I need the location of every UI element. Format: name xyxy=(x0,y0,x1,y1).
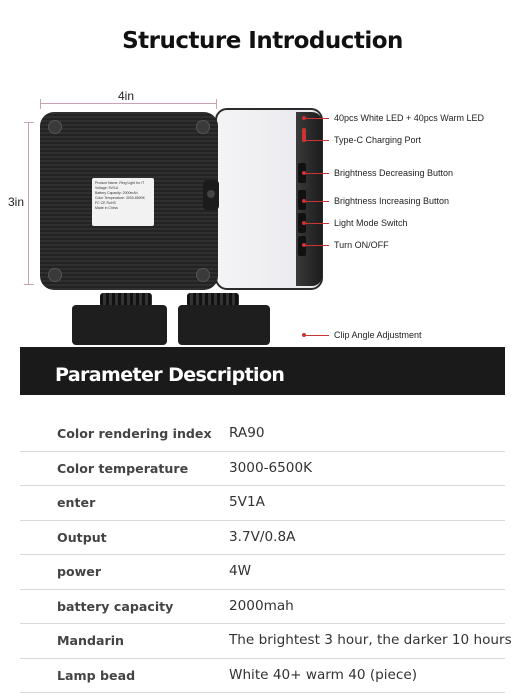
product-illustration: 4in 3in Product Name: Ring Light for IT … xyxy=(0,0,525,345)
parameter-key: power xyxy=(57,564,102,579)
callout-mode-switch: Light Mode Switch xyxy=(302,218,408,228)
parameter-key: Output xyxy=(57,529,107,545)
callout-pointer xyxy=(302,170,329,175)
callout-label: Clip Angle Adjustment xyxy=(334,330,422,340)
width-dimension-line xyxy=(40,99,217,109)
left-clip-mount xyxy=(72,305,167,345)
parameter-header-bar xyxy=(20,347,505,395)
parameter-value: 2000mah xyxy=(229,597,294,614)
callout-label: Brightness Increasing Button xyxy=(334,196,450,206)
callout-led: 40pcs White LED + 40pcs Warm LED xyxy=(302,113,484,123)
callout-pointer xyxy=(302,198,329,203)
screw-icon xyxy=(48,120,62,134)
table-row: Mandarin The brightest 3 hour, the darke… xyxy=(20,624,512,659)
screw-icon xyxy=(196,120,210,134)
table-row: Output 3.7V/0.8A xyxy=(20,521,505,555)
callout-pointer xyxy=(302,115,329,120)
parameter-value: White 40+ warm 40 (piece) xyxy=(229,666,418,683)
height-dimension-line xyxy=(24,122,34,285)
callout-pointer xyxy=(302,137,329,142)
parameter-value: RA90 xyxy=(229,425,265,441)
width-dimension-label: 4in xyxy=(118,89,135,103)
parameter-key: Lamp bead xyxy=(57,667,136,683)
device-label-line: Product Name: Ring Light for IT xyxy=(95,181,145,185)
parameter-value: 4W xyxy=(229,563,252,579)
callout-brightness-down: Brightness Decreasing Button xyxy=(302,168,454,178)
table-row: enter 5V1A xyxy=(20,486,505,521)
parameter-title: Parameter Description xyxy=(55,364,285,386)
parameter-value: 3000-6500K xyxy=(229,459,313,476)
callout-label: Brightness Decreasing Button xyxy=(334,168,454,178)
callout-pointer xyxy=(302,242,329,247)
parameter-key: Color rendering index xyxy=(57,426,212,441)
callout-charging-port: Type-C Charging Port xyxy=(302,135,422,145)
table-row: Color temperature 3000-6500K xyxy=(20,452,505,486)
screw-icon xyxy=(48,268,62,282)
table-row: Lamp bead White 40+ warm 40 (piece) xyxy=(20,659,505,693)
device-label-line: FC CE RoHS xyxy=(95,201,116,205)
page-title: Structure Introduction xyxy=(122,28,403,54)
parameter-key: battery capacity xyxy=(57,598,174,614)
callout-label: Turn ON/OFF xyxy=(334,240,389,250)
height-dimension-label: 3in xyxy=(8,195,25,209)
tripod-knob xyxy=(203,180,219,210)
device-label-line: Battery Capacity: 2000mAh xyxy=(95,191,138,195)
device-label-line: Made in China xyxy=(95,206,118,210)
table-row: Color rendering index RA90 xyxy=(20,417,505,452)
callout-power: Turn ON/OFF xyxy=(302,240,389,250)
callout-clip-angle: Clip Angle Adjustment xyxy=(302,330,422,340)
parameter-value: 5V1A xyxy=(229,494,265,510)
table-row: power 4W xyxy=(20,555,505,590)
parameter-value: The brightest 3 hour, the darker 10 hour… xyxy=(229,632,512,648)
callout-pointer xyxy=(302,332,329,337)
device-label-line: Voltage: 5V/1A xyxy=(95,186,119,190)
table-row: battery capacity 2000mah xyxy=(20,590,505,624)
type-c-port xyxy=(302,128,306,142)
callout-pointer xyxy=(302,220,329,225)
callout-label: 40pcs White LED + 40pcs Warm LED xyxy=(334,113,484,123)
callout-label: Type-C Charging Port xyxy=(334,135,422,145)
device-label-line: Color Temperature: 3000-6500K xyxy=(95,196,145,200)
callout-brightness-up: Brightness Increasing Button xyxy=(302,196,450,206)
screw-icon xyxy=(196,268,210,282)
parameter-key: Color temperature xyxy=(57,460,189,476)
parameter-key: enter xyxy=(57,495,96,510)
parameter-key: Mandarin xyxy=(57,633,125,648)
callout-label: Light Mode Switch xyxy=(334,218,408,228)
device-label-plate: Product Name: Ring Light for IT Voltage:… xyxy=(92,178,154,226)
right-clip-mount xyxy=(178,305,270,345)
left-mount-gear xyxy=(100,293,152,307)
parameter-table: Color rendering index RA90 Color tempera… xyxy=(20,417,512,693)
right-mount-gear xyxy=(187,293,239,307)
parameter-value: 3.7V/0.8A xyxy=(229,528,296,545)
